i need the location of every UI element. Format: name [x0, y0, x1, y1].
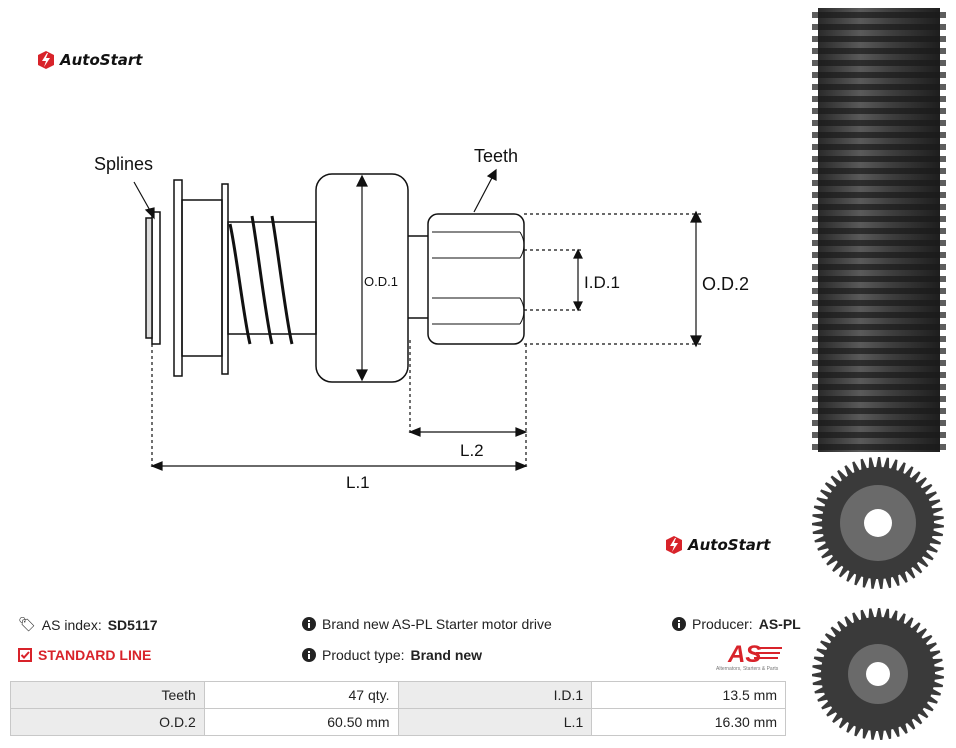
table-row: Teeth 47 qty. I.D.1 13.5 mm	[10, 681, 786, 709]
brand-logo-bottom: AutoStart	[664, 535, 770, 555]
info-circle-icon	[672, 617, 686, 631]
as-index-value: SD5117	[107, 616, 158, 633]
product-type-value: Brand new	[410, 647, 483, 663]
info-circle-icon	[302, 617, 316, 631]
label-teeth: Teeth	[474, 146, 518, 166]
producer-logo-text: AS	[727, 641, 761, 668]
product-description: Brand new AS-PL Starter motor drive	[302, 616, 552, 632]
standard-line-text: STANDARD LINE	[38, 647, 152, 663]
gear-front-photo	[812, 457, 944, 589]
product-type-label: Product type:	[322, 647, 405, 663]
spec-value: 47 qty.	[203, 681, 399, 709]
spec-value: 16.30 mm	[591, 708, 786, 736]
gear-side-photo	[812, 8, 946, 452]
producer-tagline: Alternators, Starters & Parts	[716, 666, 779, 672]
brand-logo-icon	[38, 51, 54, 69]
producer: Producer: AS-PL	[672, 616, 801, 632]
product-type: Product type: Brand new	[302, 647, 482, 663]
spec-value: 60.50 mm	[203, 708, 399, 736]
gear-back-photo	[812, 608, 944, 740]
description-text: Brand new AS-PL Starter motor drive	[322, 616, 552, 632]
brand-logo-text: AutoStart	[688, 536, 771, 554]
as-index: 🏷︎ AS index: SD5117	[18, 616, 158, 633]
label-id1: I.D.1	[584, 273, 620, 292]
label-od2: O.D.2	[702, 274, 749, 294]
brand-logo-top: AutoStart	[36, 50, 142, 70]
label-splines: Splines	[94, 154, 153, 174]
spec-label: O.D.2	[10, 708, 205, 736]
producer-value: AS-PL	[758, 616, 801, 632]
technical-diagram: Splines Teeth O.D.1 I.D.1 O.D.2 L.2 L.1	[94, 146, 749, 492]
label-l2: L.2	[460, 441, 484, 460]
label-od1: O.D.1	[364, 274, 398, 289]
spec-label: Teeth	[10, 681, 205, 709]
tag-icon: 🏷︎	[18, 616, 36, 632]
label-l1: L.1	[346, 473, 370, 492]
standard-line-badge: STANDARD LINE	[18, 647, 151, 663]
brand-logo-icon	[666, 536, 682, 554]
spec-label: L.1	[397, 708, 593, 736]
spec-value: 13.5 mm	[591, 681, 786, 709]
spec-table: Teeth 47 qty. I.D.1 13.5 mm O.D.2 60.50 …	[10, 681, 786, 736]
producer-label: Producer:	[692, 616, 753, 632]
as-index-label: AS index:	[41, 616, 102, 633]
producer-logo: AS Alternators, Starters & Parts	[716, 641, 782, 672]
brand-logo-text: AutoStart	[60, 51, 143, 69]
check-square-icon	[18, 648, 32, 662]
spec-label: I.D.1	[397, 681, 593, 709]
table-row: O.D.2 60.50 mm L.1 16.30 mm	[10, 708, 786, 736]
info-circle-icon	[302, 648, 316, 662]
